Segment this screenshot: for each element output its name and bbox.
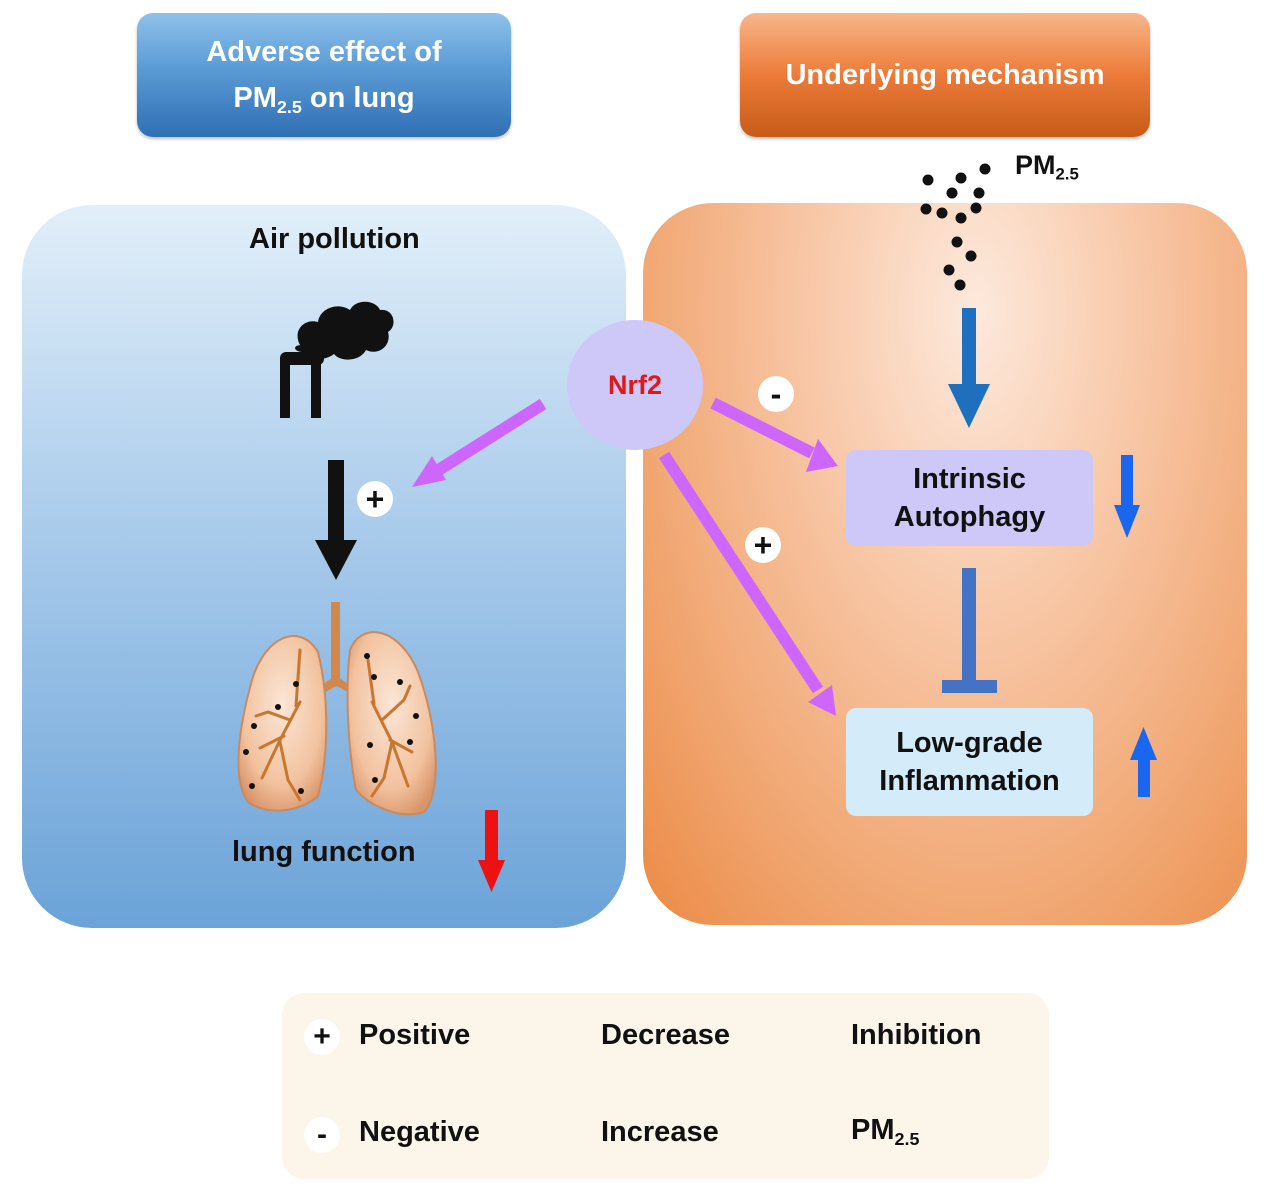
autophagy-line-2: Autophagy [893, 501, 1046, 533]
pm-to-autophagy-arrow [948, 308, 990, 428]
legend [282, 993, 1049, 1179]
inflammation-increase-arrow [1130, 727, 1157, 797]
inflammation-line-1: Low-grade [896, 727, 1043, 759]
header-underlying-mechanism: Underlying mechanism [740, 13, 1150, 137]
header-adverse-effect: Adverse effect of PM2.5 on lung [137, 13, 511, 137]
inflammation-line-2: Inflammation [879, 765, 1060, 797]
legend-positive-icon: + [304, 1019, 340, 1055]
nrf2-to-inflammation-arrow [658, 451, 836, 716]
autophagy-decrease-arrow [1114, 455, 1140, 538]
legend-decrease-label: Decrease [601, 1019, 730, 1051]
legend-inhibition-label: Inhibition [851, 1019, 982, 1051]
pm-particles-in-lungs [243, 653, 419, 794]
legend-positive-label: Positive [359, 1019, 471, 1051]
low-grade-inflammation-box: Low-grade Inflammation [846, 708, 1093, 816]
header-line-1: Adverse effect of [206, 36, 442, 68]
nrf2-node: Nrf2 [567, 320, 703, 450]
factory-icon [280, 301, 394, 418]
autophagy-line-1: Intrinsic [913, 463, 1026, 495]
negative-sign-autophagy: - [758, 376, 794, 412]
positive-sign-left: + [357, 481, 393, 517]
lungs-icon [237, 602, 437, 816]
legend-increase-label: Increase [601, 1116, 719, 1148]
autophagy-inhibits-inflammation [942, 568, 997, 693]
legend-pm25-label: PM2.5 [851, 1114, 920, 1149]
pm25-label: PM2.5 [1015, 150, 1079, 184]
legend-negative-label: Negative [359, 1116, 480, 1148]
header-line-2: PM2.5 on lung [233, 82, 415, 117]
lung-function-label: lung function [232, 836, 416, 868]
pm-particle-cloud [920, 163, 991, 291]
nrf2-to-left-arrow [412, 398, 547, 487]
intrinsic-autophagy-box: Intrinsic Autophagy [846, 450, 1093, 546]
lung-function-decrease-arrow [478, 810, 505, 892]
positive-sign-inflammation: + [745, 527, 781, 563]
header-right-text: Underlying mechanism [785, 59, 1105, 91]
air-pollution-to-lungs-arrow [315, 460, 357, 580]
nrf2-label: Nrf2 [607, 369, 662, 400]
legend-negative-icon: - [304, 1117, 340, 1153]
air-pollution-label: Air pollution [249, 223, 420, 255]
nrf2-to-autophagy-arrow [710, 397, 838, 472]
